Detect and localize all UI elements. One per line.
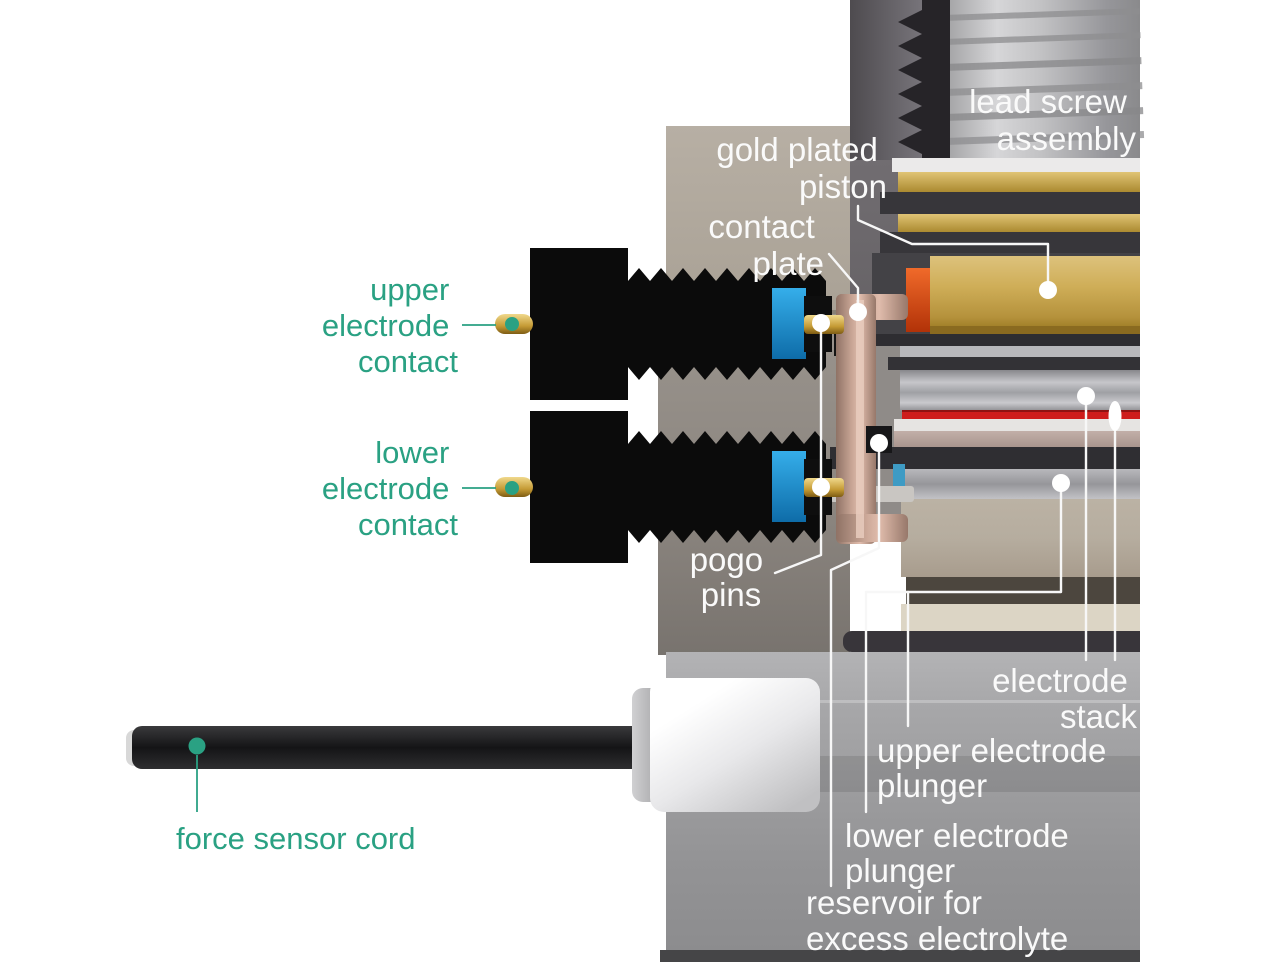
label-pogo-pins: pogo pins bbox=[690, 541, 773, 613]
label-electrode-stack: electrode stack bbox=[992, 662, 1137, 735]
plunger-leader-line bbox=[864, 490, 1063, 814]
upper-plunger-marker-dot bbox=[1052, 474, 1070, 492]
gold-piston-edge bbox=[930, 326, 1140, 334]
layer-dark-4 bbox=[888, 357, 1140, 370]
contact-plate-marker-dot bbox=[849, 303, 867, 321]
red-electrode-layer bbox=[902, 410, 1140, 419]
layer-white-top bbox=[892, 158, 1140, 172]
label-lower-electrode-contact: lower electrode contact bbox=[322, 435, 459, 542]
lower-bolt-head bbox=[530, 411, 628, 563]
upper-bolt-head bbox=[530, 248, 628, 400]
label-gold-plated-piston: gold plated piston bbox=[716, 131, 887, 205]
upper-contact-marker-dot bbox=[505, 317, 519, 331]
force-sensor-cord-shape bbox=[132, 726, 656, 769]
contact-plate-part bbox=[834, 294, 908, 544]
lower-blue-insulator bbox=[772, 451, 806, 522]
plate-pink-line bbox=[856, 300, 864, 538]
reservoir-marker-dot bbox=[870, 434, 888, 452]
lower-plunger-silver bbox=[900, 469, 1140, 499]
layer-dark-7-end bbox=[1120, 631, 1140, 652]
label-lead-screw-assembly: lead screw assembly bbox=[969, 83, 1136, 157]
label-force-sensor-cord: force sensor cord bbox=[176, 821, 416, 856]
label-lower-electrode-plunger: lower electrode plunger bbox=[845, 817, 1078, 889]
layer-pink bbox=[894, 431, 1140, 447]
leader-lines bbox=[773, 204, 1122, 888]
base-strip bbox=[660, 950, 1140, 962]
layer-dark-3 bbox=[868, 334, 1140, 346]
gold-piston-block bbox=[930, 256, 1140, 332]
stack-marker-oval bbox=[1108, 401, 1122, 431]
lower-body-seam bbox=[666, 700, 1140, 703]
plate-bottom-flange bbox=[836, 514, 908, 542]
layer-dark-7 bbox=[843, 631, 1140, 652]
layer-silver-1 bbox=[900, 346, 1140, 357]
lead-screw-thread-ridges bbox=[911, 8, 1145, 147]
label-upper-electrode-contact: upper electrode contact bbox=[322, 272, 459, 379]
upper-plunger-silver bbox=[900, 370, 1140, 411]
piston-and-stack bbox=[830, 158, 1140, 652]
contact-plate-leader-line bbox=[827, 252, 860, 306]
tan-block-lower bbox=[901, 499, 1140, 577]
upper-pogo-marker-dot bbox=[812, 314, 830, 332]
labels: lead screw assembly gold plated piston c… bbox=[176, 83, 1137, 957]
label-reservoir: reservoir for excess electrolyte bbox=[806, 884, 1068, 957]
stack-marker-dot bbox=[1077, 387, 1095, 405]
layer-gold-2 bbox=[898, 214, 1140, 232]
reservoir-leader-line bbox=[829, 450, 881, 888]
layer-dark-1 bbox=[880, 192, 1140, 214]
lower-pogo-marker-dot bbox=[812, 478, 830, 496]
label-upper-electrode-plunger: upper electrode plunger bbox=[877, 732, 1116, 804]
label-contact-plate: contact plate bbox=[708, 208, 824, 282]
lower-contact-marker-dot bbox=[505, 481, 519, 495]
sensor-hex-body bbox=[650, 678, 820, 812]
piston-marker-dot bbox=[1039, 281, 1057, 299]
layer-gold-1 bbox=[898, 172, 1140, 192]
layer-dark-6 bbox=[906, 577, 1140, 604]
orange-seal bbox=[906, 268, 930, 332]
force-sensor bbox=[126, 678, 820, 812]
layer-dark-5 bbox=[830, 447, 1140, 469]
piston-leader-line bbox=[856, 204, 1050, 284]
lead-screw-teeth bbox=[898, 0, 950, 166]
green-markers bbox=[188, 317, 519, 812]
layer-dark-2 bbox=[880, 232, 1140, 253]
cord-marker-dot bbox=[188, 737, 206, 755]
upper-blue-insulator bbox=[772, 288, 806, 359]
red-electrode-edge bbox=[902, 410, 1140, 412]
layer-cream bbox=[901, 604, 1140, 631]
blue-sliver bbox=[893, 464, 905, 490]
layer-white-2 bbox=[894, 419, 1140, 431]
pogo-pins-leader-line bbox=[773, 328, 823, 575]
